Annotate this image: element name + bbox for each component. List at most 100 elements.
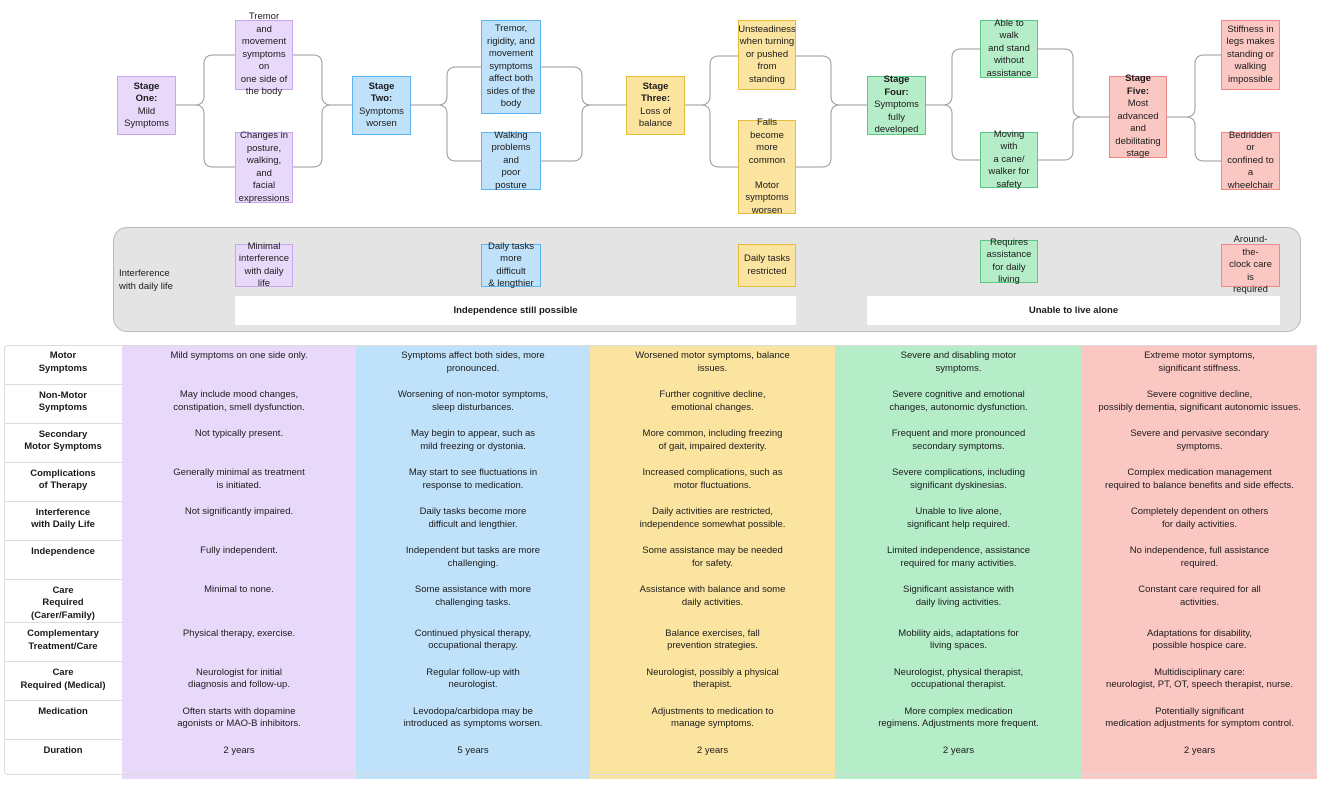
table-cell: Some assistance may be needed for safety… <box>590 540 835 579</box>
table-row: Care Required (Carer/Family)Minimal to n… <box>4 579 1317 623</box>
table-cell: Independent but tasks are more challengi… <box>356 540 590 579</box>
stage-three-box: Stage Three:Loss of balance <box>626 76 685 135</box>
table-cell: Constant care required for all activitie… <box>1082 579 1317 623</box>
table-cell: Worsening of non-motor symptoms, sleep d… <box>356 384 590 423</box>
table-cell: Mild symptoms on one side only. <box>122 345 356 384</box>
interference-stage-three: Daily tasks restricted <box>738 244 796 287</box>
table-cell: Neurologist, physical therapist, occupat… <box>835 661 1082 701</box>
table-cell: May include mood changes, constipation, … <box>122 384 356 423</box>
table-cell: 5 years <box>356 739 590 779</box>
stage-five-title: Stage Five: <box>1125 73 1151 97</box>
table-cell: Completely dependent on others for daily… <box>1082 501 1317 540</box>
table-cell: Balance exercises, fall prevention strat… <box>590 622 835 662</box>
table-cell: Generally minimal as treatment is initia… <box>122 462 356 501</box>
table-cell: Assistance with balance and some daily a… <box>590 579 835 623</box>
table-cell: 2 years <box>590 739 835 779</box>
stage-three-title: Stage Three: <box>640 80 671 105</box>
table-cell: Limited independence, assistance require… <box>835 540 1082 579</box>
interference-label: Interference with daily life <box>119 268 173 292</box>
table-cell: Not significantly impaired. <box>122 501 356 540</box>
table-cell: Levodopa/carbidopa may be introduced as … <box>356 700 590 740</box>
row-header: Interference with Daily Life <box>4 501 122 541</box>
interference-stage-four: Requires assistance for daily living <box>980 237 1038 285</box>
stage-two-desc: Symptoms worsen <box>359 105 404 130</box>
table-cell: Multidisciplinary care: neurologist, PT,… <box>1082 661 1317 701</box>
table-cell: Continued physical therapy, occupational… <box>356 622 590 662</box>
table-cell: Regular follow-up with neurologist. <box>356 661 590 701</box>
table-cell: Severe and pervasive secondary symptoms. <box>1082 423 1317 462</box>
table-cell: Frequent and more pronounced secondary s… <box>835 423 1082 462</box>
stage-two-symptom-bottom: Walking problems and poor posture <box>481 130 541 191</box>
table-cell: Severe cognitive decline, possibly demen… <box>1082 384 1317 423</box>
stage-one-desc: Mild Symptoms <box>124 105 169 130</box>
interference-stage-one: Minimal interference with daily life <box>235 241 293 289</box>
row-header: Complications of Therapy <box>4 462 122 502</box>
stage-four-desc: Symptoms fully developed <box>874 99 919 136</box>
table-cell: Adaptations for disability, possible hos… <box>1082 622 1317 662</box>
unable-to-live-alone-bar: Unable to live alone <box>867 296 1280 325</box>
table-cell: Fully independent. <box>122 540 356 579</box>
stage-three-symptom-top: Unsteadiness when turning or pushed from… <box>738 20 796 90</box>
stage-one-title: Stage One: <box>133 80 160 105</box>
table-cell: 2 years <box>835 739 1082 779</box>
flow-connectors <box>176 48 1221 168</box>
row-header: Medication <box>4 700 122 740</box>
table-cell: Potentially significant medication adjus… <box>1082 700 1317 740</box>
table-cell: Worsened motor symptoms, balance issues. <box>590 345 835 384</box>
table-cell: No independence, full assistance require… <box>1082 540 1317 579</box>
table-cell: Symptoms affect both sides, more pronoun… <box>356 345 590 384</box>
table-cell: 2 years <box>122 739 356 779</box>
stage-four-symptom-top: Able to walk and stand without assistanc… <box>980 18 1038 79</box>
table-cell: More complex medication regimens. Adjust… <box>835 700 1082 740</box>
table-cell: Unable to live alone, significant help r… <box>835 501 1082 540</box>
stage-three-desc: Loss of balance <box>638 105 673 130</box>
stage-three-symptom-bottom: Falls become more common Motor symptoms … <box>738 117 796 216</box>
table-cell: Not typically present. <box>122 423 356 462</box>
stage-five-symptom-top: Stiffness in legs makes standing or walk… <box>1221 20 1280 90</box>
stage-four-box: Stage Four:Symptoms fully developed <box>867 74 926 136</box>
table-cell: 2 years <box>1082 739 1317 779</box>
table-cell: Complex medication management required t… <box>1082 462 1317 501</box>
stage-five-box: Stage Five:Most advanced and debilitatin… <box>1109 73 1167 160</box>
stage-one-box: Stage One:Mild Symptoms <box>117 76 176 135</box>
stage-five-symptom-bottom: Bedridden or confined to a wheelchair <box>1221 130 1280 191</box>
row-header: Independence <box>4 540 122 580</box>
row-header: Complementary Treatment/Care <box>4 622 122 662</box>
interference-stage-five: Around-the- clock care is required <box>1221 234 1280 295</box>
table-cell: Daily tasks become more difficult and le… <box>356 501 590 540</box>
table-cell: Mobility aids, adaptations for living sp… <box>835 622 1082 662</box>
stage-one-symptom-bottom: Changes in posture, walking, and facial … <box>235 130 293 204</box>
row-header: Duration <box>4 739 122 779</box>
table-cell: Extreme motor symptoms, significant stif… <box>1082 345 1317 384</box>
stage-two-box: Stage Two:Symptoms worsen <box>352 76 411 135</box>
independence-possible-bar: Independence still possible <box>235 296 796 325</box>
row-header: Motor Symptoms <box>4 345 122 385</box>
stage-one-symptom-top: Tremor and movement symptoms on one side… <box>235 11 293 97</box>
table-cell: Daily activities are restricted, indepen… <box>590 501 835 540</box>
stage-two-title: Stage Two: <box>368 80 395 105</box>
table-cell: May begin to appear, such as mild freezi… <box>356 423 590 462</box>
stage-four-symptom-bottom: Moving with a cane/ walker for safety <box>980 129 1038 190</box>
table-cell: Often starts with dopamine agonists or M… <box>122 700 356 740</box>
table-cell: Further cognitive decline, emotional cha… <box>590 384 835 423</box>
table-cell: Severe cognitive and emotional changes, … <box>835 384 1082 423</box>
table-cell: Adjustments to medication to manage symp… <box>590 700 835 740</box>
table-cell: Severe complications, including signific… <box>835 462 1082 501</box>
stage-two-symptom-top: Tremor, rigidity, and movement symptoms … <box>481 20 541 114</box>
table-cell: Significant assistance with daily living… <box>835 579 1082 623</box>
table-row: Care Required (Medical)Neurologist for i… <box>4 661 1317 701</box>
table-cell: Neurologist, possibly a physical therapi… <box>590 661 835 701</box>
table-cell: Increased complications, such as motor f… <box>590 462 835 501</box>
stage-five-desc: Most advanced and debilitating stage <box>1115 98 1161 160</box>
table-cell: Neurologist for initial diagnosis and fo… <box>122 661 356 701</box>
table-cell: May start to see fluctuations in respons… <box>356 462 590 501</box>
